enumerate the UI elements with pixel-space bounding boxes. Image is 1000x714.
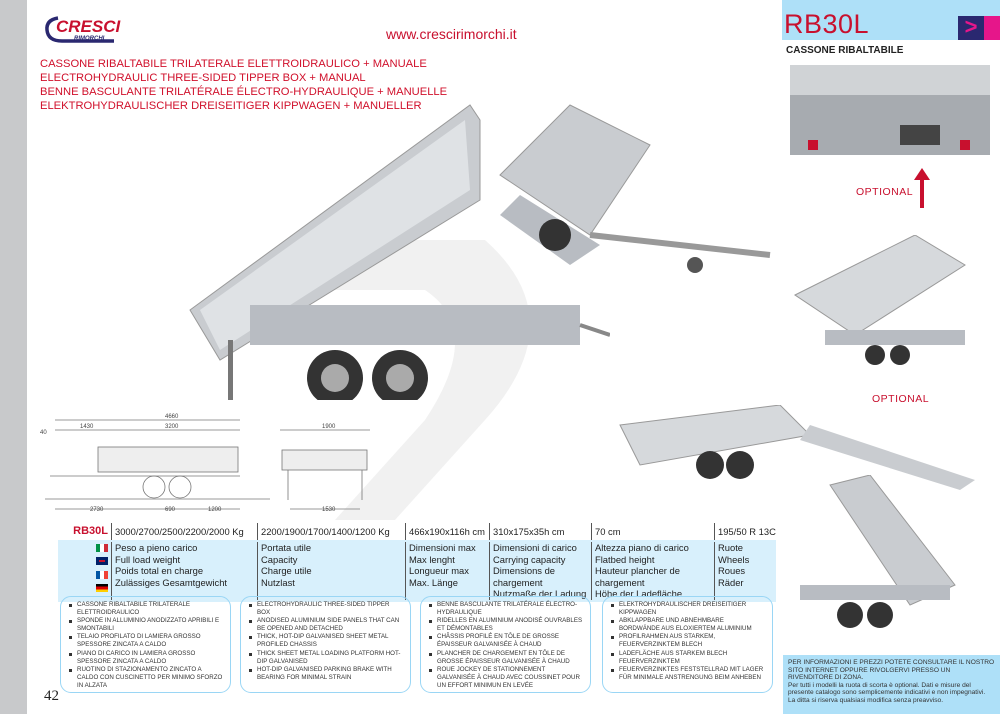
info-disclaimer: Per tutti i modelli la ruota di scorta è… bbox=[788, 681, 986, 697]
cresci-logo: CRESCI RIMORCHI bbox=[44, 14, 134, 46]
spec-value: 466x190x116h cm bbox=[405, 523, 489, 540]
logo-text: CRESCI bbox=[56, 17, 121, 36]
title-en: ELECTROHYDRAULIC THREE-SIDED TIPPER BOX … bbox=[40, 72, 366, 84]
dim-box-length: 3200 bbox=[165, 424, 179, 430]
next-arrow[interactable]: > bbox=[958, 16, 1000, 40]
ramps-trailer-photo bbox=[619, 405, 975, 490]
spec-table: RB30L 3000/2700/2500/2200/2000 Kg 2200/1… bbox=[58, 523, 776, 602]
dim-axle-position: 2730 bbox=[90, 507, 104, 512]
model-title: RB30L bbox=[784, 9, 870, 39]
logo-subtext: RIMORCHI bbox=[74, 36, 105, 42]
dim-total-length: 4660 bbox=[165, 414, 179, 420]
features-box-it: CASSONE RIBALTABILE TRILATERALE ELETTROI… bbox=[60, 596, 231, 693]
title-de: ELEKTROHYDRAULISCHER DREISEITIGER KIPPWA… bbox=[40, 100, 422, 112]
optional-label-1: OPTIONAL bbox=[856, 186, 914, 198]
page-edge-strip bbox=[0, 0, 27, 714]
france-flag-icon bbox=[96, 570, 108, 579]
rear-view-photo bbox=[790, 65, 990, 155]
dim-drawbar: 1430 bbox=[80, 424, 94, 430]
mesh-sides-trailer-photo bbox=[794, 235, 966, 365]
spec-value: 2200/1900/1700/1400/1200 Kg bbox=[257, 523, 405, 540]
dim-axle-spacing: 690 bbox=[165, 507, 176, 512]
language-flags bbox=[58, 542, 111, 600]
italy-flag-icon bbox=[96, 543, 108, 552]
title-fr: BENNE BASCULANTE TRILATÉRALE ÉLECTRO-HYD… bbox=[40, 86, 448, 98]
technical-drawing: 4660 1430 3200 40 2730 690 1200 1900 153… bbox=[40, 414, 370, 512]
dim-track: 1530 bbox=[322, 507, 336, 512]
spec-value: 70 cm bbox=[591, 523, 714, 540]
info-changes: La ditta si riserva qualsiasi modifica s… bbox=[788, 696, 944, 704]
spec-values-row: RB30L 3000/2700/2500/2200/2000 Kg 2200/1… bbox=[58, 523, 776, 540]
spec-value: 310x175x35h cm bbox=[489, 523, 591, 540]
info-box: PER INFORMAZIONI E PREZZI POTETE CONSULT… bbox=[783, 655, 1000, 714]
page-number: 42 bbox=[44, 688, 59, 704]
dim-width: 1900 bbox=[322, 424, 336, 430]
tipped-side-trailer-photo bbox=[800, 475, 956, 628]
dim-offset: 40 bbox=[40, 430, 47, 436]
optional-label-2: OPTIONAL bbox=[872, 393, 930, 405]
features-box-de: ELEKTROHYDRAULISCHER DREISEITIGER KIPPWA… bbox=[602, 596, 773, 693]
spec-model: RB30L bbox=[73, 525, 108, 537]
spec-value: 195/50 R 13C bbox=[714, 523, 776, 540]
germany-flag-icon bbox=[96, 584, 108, 592]
title-it: CASSONE RIBALTABILE TRILATERALE ELETTROI… bbox=[40, 58, 427, 70]
website-link[interactable]: www.crescirimorchi.it bbox=[386, 26, 517, 42]
spec-value: 3000/2700/2500/2200/2000 Kg bbox=[111, 523, 257, 540]
dim-rear-overhang: 1200 bbox=[208, 507, 222, 512]
arrow-up-icon bbox=[914, 168, 930, 208]
tipping-trailer-photo bbox=[499, 104, 771, 273]
logo-swoosh-icon bbox=[45, 16, 114, 43]
product-titles: CASSONE RIBALTABILE TRILATERALE ELETTROI… bbox=[40, 57, 447, 113]
chevron-right-icon: > bbox=[958, 16, 984, 40]
uk-flag-icon bbox=[96, 557, 108, 565]
info-contact: PER INFORMAZIONI E PREZZI POTETE CONSULT… bbox=[788, 659, 995, 682]
main-trailer-photo bbox=[189, 104, 610, 400]
features-box-fr: BENNE BASCULANTE TRILATÉRALE ÉLECTRO-HYD… bbox=[420, 596, 591, 693]
model-subtitle: CASSONE RIBALTABILE bbox=[786, 45, 904, 56]
